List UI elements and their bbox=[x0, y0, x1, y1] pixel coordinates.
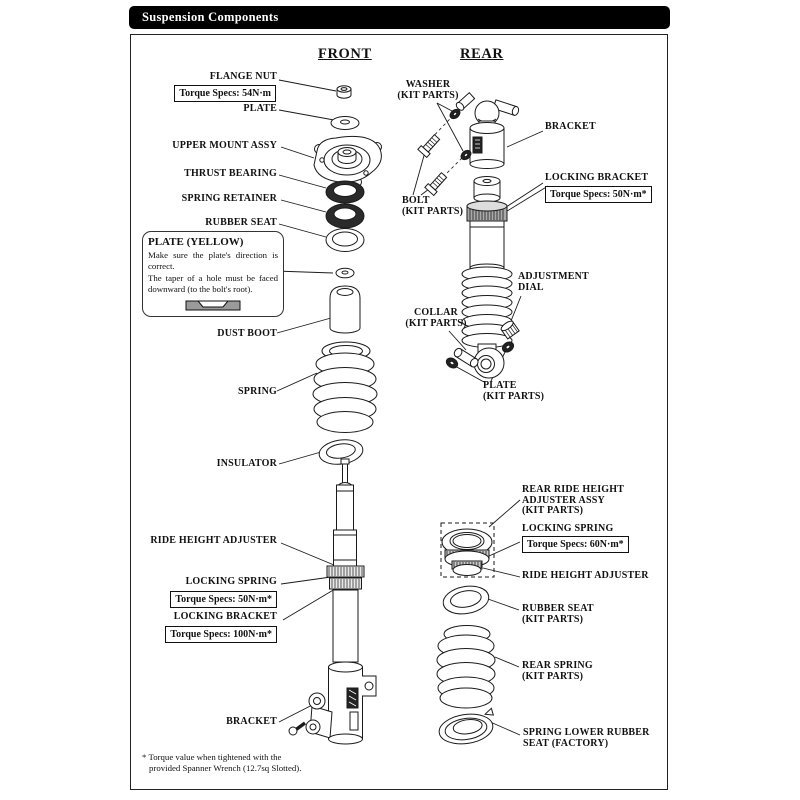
label-rear-bracket: BRACKET bbox=[545, 121, 596, 132]
label-spring-lower-rubber-seat: SPRING LOWER RUBBER SEAT (FACTORY) bbox=[523, 727, 650, 749]
label-rear-ride-height-adjuster-assy: REAR RIDE HEIGHT ADJUSTER ASSY (KIT PART… bbox=[522, 484, 625, 516]
label-rubber-seat: RUBBER SEAT bbox=[205, 217, 277, 228]
diagram-frame bbox=[130, 34, 668, 790]
label-rear-rubber-seat: RUBBER SEAT (KIT PARTS) bbox=[522, 603, 594, 625]
label-plate: PLATE bbox=[243, 103, 277, 114]
label-rear-locking-bracket: LOCKING BRACKET bbox=[545, 172, 649, 183]
note-title: PLATE (YELLOW) bbox=[148, 236, 244, 248]
label-collar: COLLAR (KIT PARTS) bbox=[405, 307, 467, 329]
front-heading: FRONT bbox=[318, 46, 372, 62]
note-plate-sketch bbox=[185, 300, 241, 311]
label-front-bracket: BRACKET bbox=[226, 716, 277, 727]
label-adjustment-dial: ADJUSTMENT DIAL bbox=[518, 271, 589, 293]
label-rear-spring: REAR SPRING (KIT PARTS) bbox=[522, 660, 593, 682]
label-rear-locking-spring: LOCKING SPRING bbox=[522, 523, 614, 534]
label-locking-spring: LOCKING SPRING bbox=[185, 576, 277, 587]
rear-heading: REAR bbox=[460, 46, 504, 62]
page-header: Suspension Components bbox=[129, 6, 670, 29]
label-flange-nut: FLANGE NUT bbox=[209, 71, 277, 82]
label-rear-plate: PLATE (KIT PARTS) bbox=[483, 380, 545, 402]
torque-rear-locking-spring: Torque Specs: 60N·m* bbox=[522, 536, 629, 553]
torque-locking-spring: Torque Specs: 50N·m* bbox=[170, 591, 277, 608]
label-upper-mount-assy: UPPER MOUNT ASSY bbox=[172, 140, 277, 151]
torque-flange-nut: Torque Specs: 54N·m bbox=[174, 85, 276, 102]
label-washer: WASHER (KIT PARTS) bbox=[397, 79, 459, 101]
label-rear-ride-height-adjuster: RIDE HEIGHT ADJUSTER bbox=[522, 570, 649, 581]
label-locking-bracket: LOCKING BRACKET bbox=[173, 611, 277, 622]
torque-rear-locking-bracket: Torque Specs: 50N·m* bbox=[545, 186, 652, 203]
label-thrust-bearing: THRUST BEARING bbox=[184, 168, 277, 179]
label-bolt: BOLT (KIT PARTS) bbox=[402, 195, 464, 217]
label-dust-boot: DUST BOOT bbox=[217, 328, 277, 339]
label-ride-height-adjuster: RIDE HEIGHT ADJUSTER bbox=[150, 535, 277, 546]
page-title: Suspension Components bbox=[142, 10, 279, 24]
label-spring: SPRING bbox=[238, 386, 277, 397]
note-body-2: The taper of a hole must be faced downwa… bbox=[148, 273, 278, 294]
note-body-1: Make sure the plate's direction is corre… bbox=[148, 250, 278, 271]
torque-footnote: * Torque value when tightened with the p… bbox=[142, 752, 302, 773]
label-insulator: INSULATOR bbox=[216, 458, 277, 469]
torque-locking-bracket: Torque Specs: 100N·m* bbox=[165, 626, 277, 643]
label-spring-retainer: SPRING RETAINER bbox=[181, 193, 277, 204]
plate-yellow-note: PLATE (YELLOW) Make sure the plate's dir… bbox=[142, 231, 284, 317]
